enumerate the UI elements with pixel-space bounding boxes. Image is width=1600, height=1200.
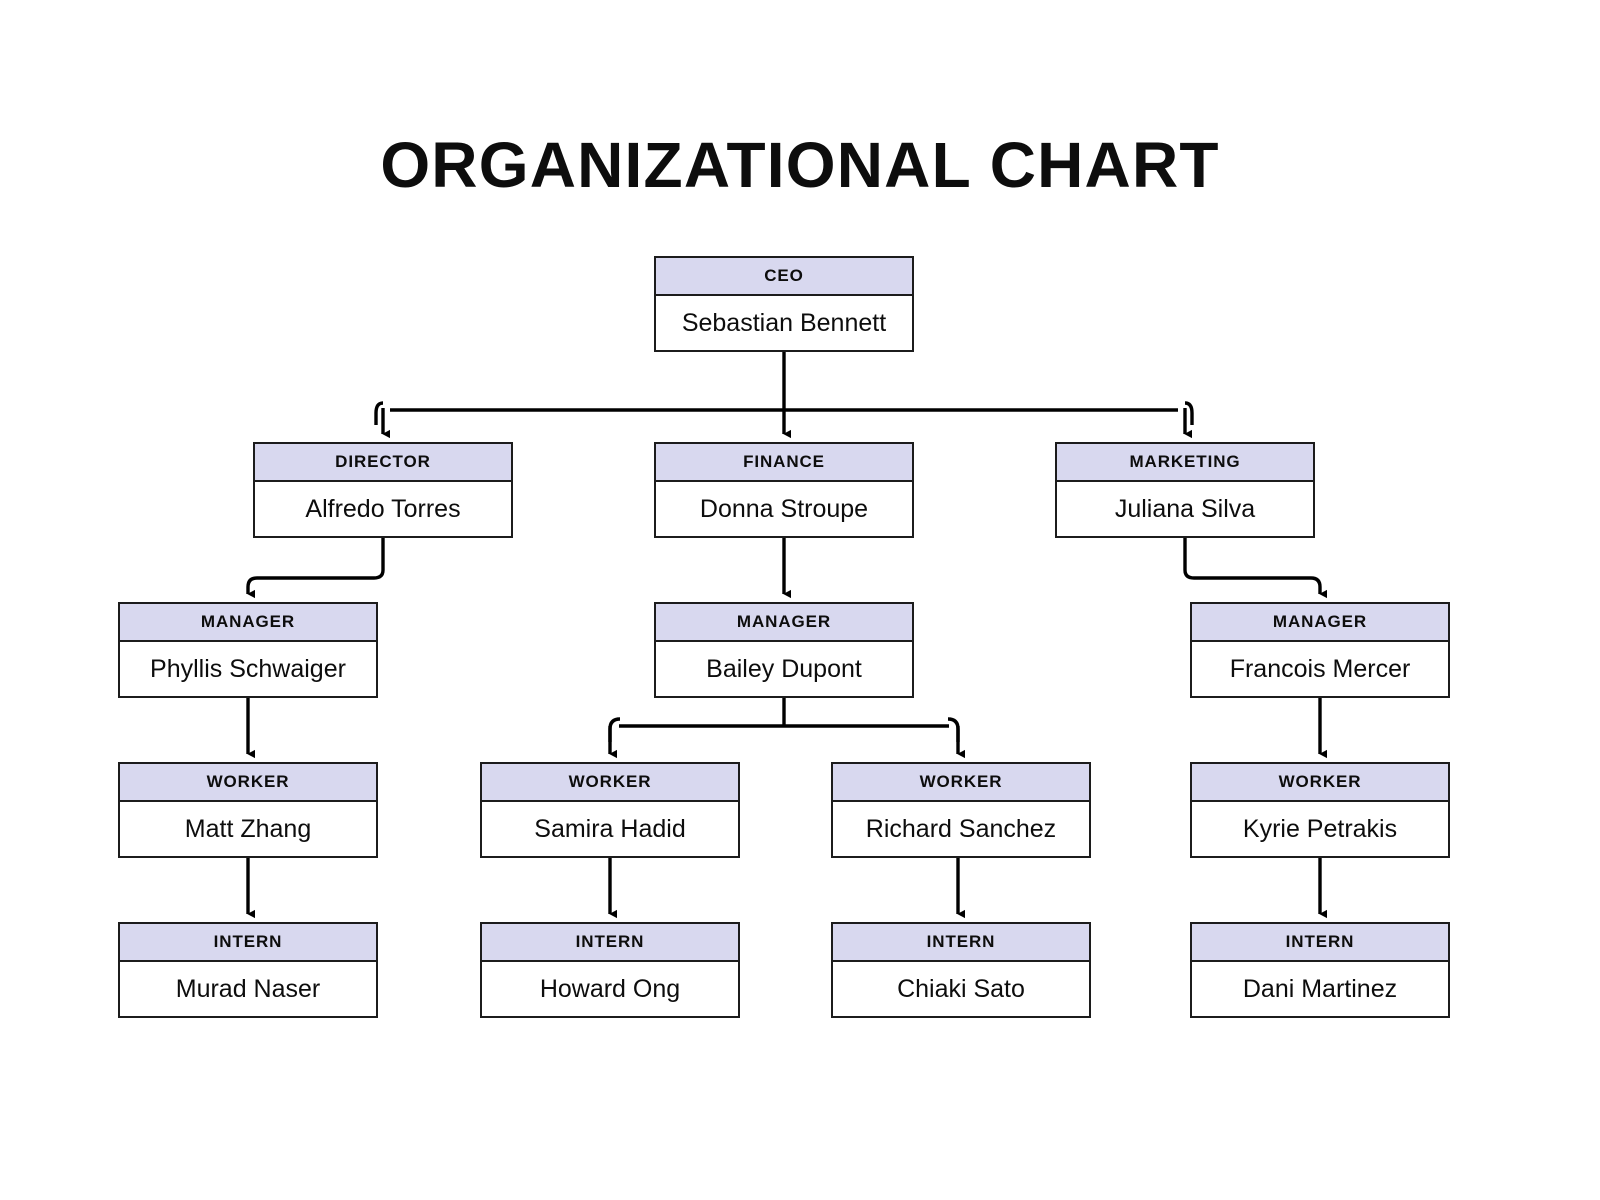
node-intern-2[interactable]: INTERN Howard Ong: [480, 922, 740, 1018]
node-worker-3-role: WORKER: [833, 764, 1089, 802]
node-manager-3-name: Francois Mercer: [1192, 642, 1448, 696]
node-manager-3-role: MANAGER: [1192, 604, 1448, 642]
edge-manager2-right-corner: [947, 717, 960, 742]
node-finance[interactable]: FINANCE Donna Stroupe: [654, 442, 914, 538]
node-director[interactable]: DIRECTOR Alfredo Torres: [253, 442, 513, 538]
node-worker-3-name: Richard Sanchez: [833, 802, 1089, 856]
node-intern-3-role: INTERN: [833, 924, 1089, 962]
edge-bus-left-corner: [374, 401, 384, 425]
node-worker-3[interactable]: WORKER Richard Sanchez: [831, 762, 1091, 858]
node-manager-3[interactable]: MANAGER Francois Mercer: [1190, 602, 1450, 698]
node-ceo[interactable]: CEO Sebastian Bennett: [654, 256, 914, 352]
node-director-role: DIRECTOR: [255, 444, 511, 482]
node-worker-2-role: WORKER: [482, 764, 738, 802]
node-intern-2-role: INTERN: [482, 924, 738, 962]
node-finance-role: FINANCE: [656, 444, 912, 482]
node-intern-1-name: Murad Naser: [120, 962, 376, 1016]
node-marketing-name: Juliana Silva: [1057, 482, 1313, 536]
edge-marketing-manager3: [1183, 536, 1327, 599]
node-worker-4-name: Kyrie Petrakis: [1192, 802, 1448, 856]
node-intern-1[interactable]: INTERN Murad Naser: [118, 922, 378, 1018]
page-title: ORGANIZATIONAL CHART: [380, 129, 1220, 201]
edge-director-manager1: [246, 536, 385, 599]
node-finance-name: Donna Stroupe: [656, 482, 912, 536]
node-ceo-role: CEO: [656, 258, 912, 296]
node-manager-2[interactable]: MANAGER Bailey Dupont: [654, 602, 914, 698]
node-director-name: Alfredo Torres: [255, 482, 511, 536]
node-manager-2-name: Bailey Dupont: [656, 642, 912, 696]
node-intern-1-role: INTERN: [120, 924, 376, 962]
node-intern-4-name: Dani Martinez: [1192, 962, 1448, 1016]
node-worker-4[interactable]: WORKER Kyrie Petrakis: [1190, 762, 1450, 858]
node-intern-4-role: INTERN: [1192, 924, 1448, 962]
node-intern-3-name: Chiaki Sato: [833, 962, 1089, 1016]
node-manager-1-role: MANAGER: [120, 604, 376, 642]
node-manager-1-name: Phyllis Schwaiger: [120, 642, 376, 696]
node-worker-1[interactable]: WORKER Matt Zhang: [118, 762, 378, 858]
edge-manager2-left-corner: [608, 717, 621, 742]
node-worker-2[interactable]: WORKER Samira Hadid: [480, 762, 740, 858]
node-intern-4[interactable]: INTERN Dani Martinez: [1190, 922, 1450, 1018]
edge-bus-right-corner: [1184, 401, 1194, 425]
node-worker-1-role: WORKER: [120, 764, 376, 802]
node-ceo-name: Sebastian Bennett: [656, 296, 912, 350]
node-intern-2-name: Howard Ong: [482, 962, 738, 1016]
node-worker-4-role: WORKER: [1192, 764, 1448, 802]
node-marketing[interactable]: MARKETING Juliana Silva: [1055, 442, 1315, 538]
node-manager-1[interactable]: MANAGER Phyllis Schwaiger: [118, 602, 378, 698]
node-intern-3[interactable]: INTERN Chiaki Sato: [831, 922, 1091, 1018]
node-worker-2-name: Samira Hadid: [482, 802, 738, 856]
node-manager-2-role: MANAGER: [656, 604, 912, 642]
node-worker-1-name: Matt Zhang: [120, 802, 376, 856]
node-marketing-role: MARKETING: [1057, 444, 1313, 482]
